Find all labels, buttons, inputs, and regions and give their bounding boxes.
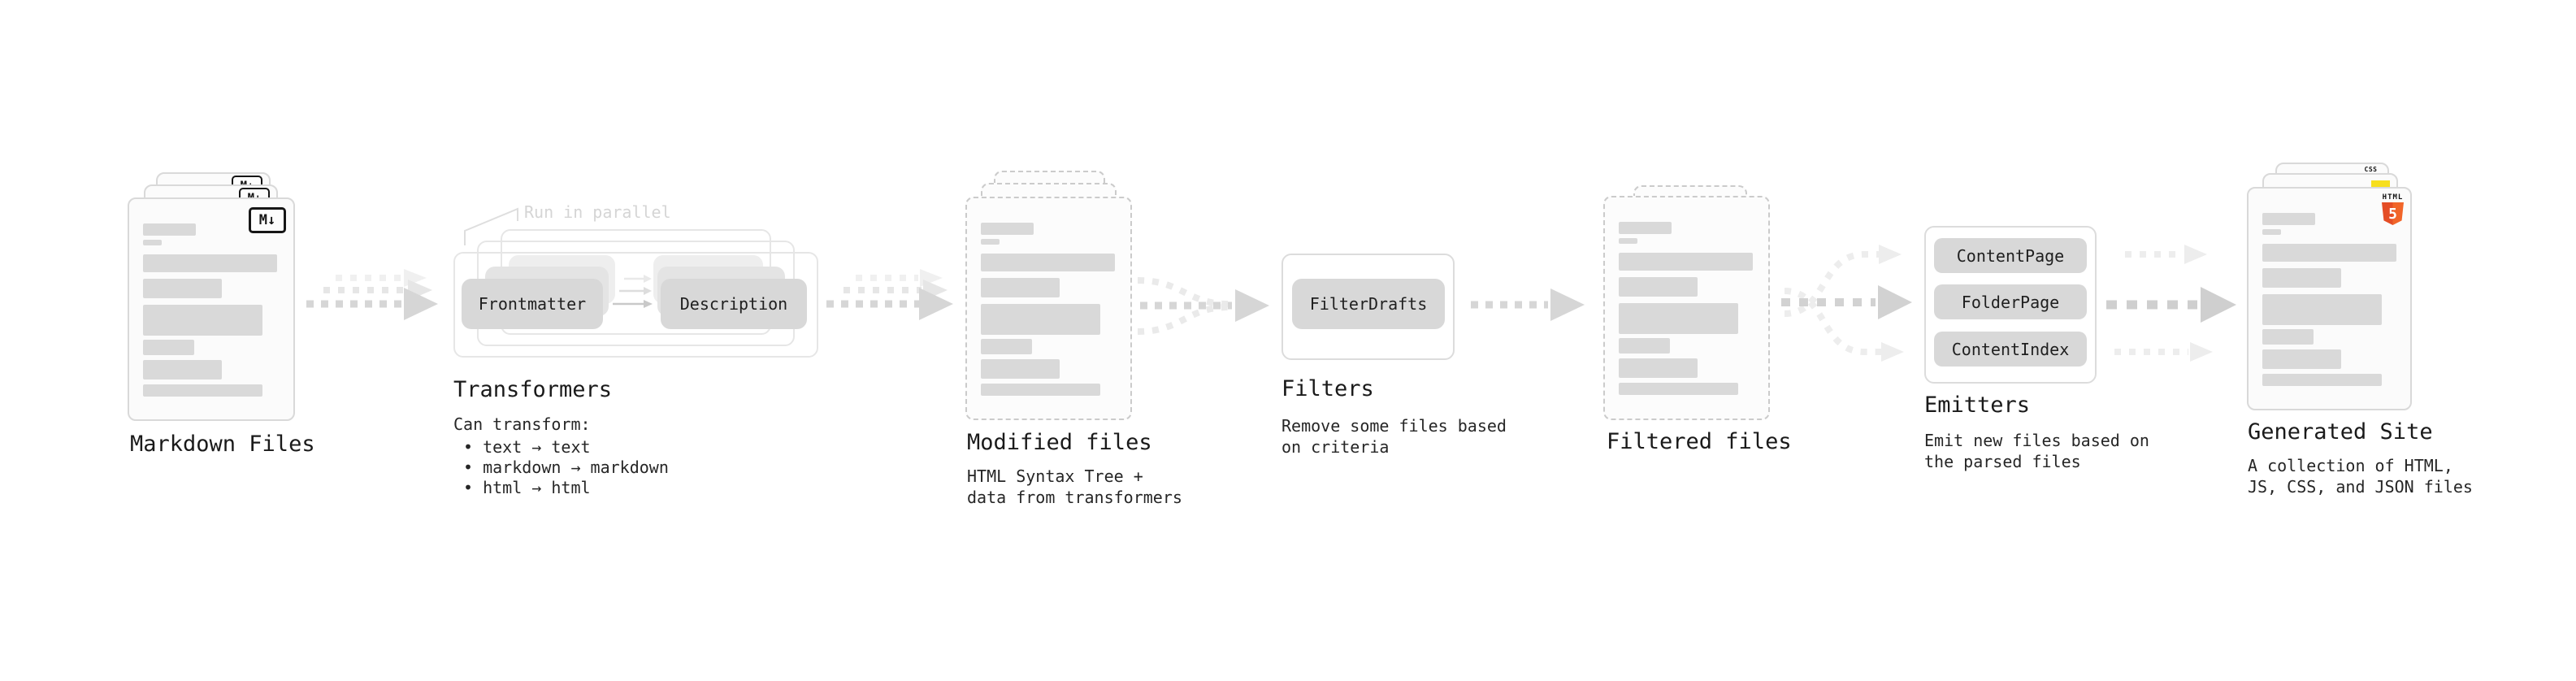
skeleton-bar <box>143 305 262 336</box>
modified-files-description: HTML Syntax Tree + data from transformer… <box>967 466 1182 507</box>
skeleton-bar <box>1619 277 1698 297</box>
html5-icon: HTML 5 <box>2382 193 2404 225</box>
skeleton-bar <box>1619 338 1670 354</box>
generated-site-description: A collection of HTML, JS, CSS, and JSON … <box>2248 456 2473 497</box>
run-in-parallel-annotation: Run in parallel <box>524 202 671 222</box>
emitter-node-contentpage: ContentPage <box>1934 238 2087 273</box>
skeleton-bar <box>143 360 222 380</box>
filters-description: Remove some files based on criteria <box>1281 416 1507 457</box>
arrow-markdown-to-transformers <box>306 269 438 320</box>
skeleton-bar <box>1619 238 1637 244</box>
skeleton-bar <box>1619 303 1738 334</box>
emitters-label: Emitters <box>1924 393 2031 418</box>
markdown-icon: M↓ <box>249 207 286 233</box>
modified-files-label: Modified files <box>967 430 1152 455</box>
skeleton-bar <box>2262 329 2314 345</box>
skeleton-bar <box>981 384 1100 396</box>
skeleton-bar <box>143 223 196 236</box>
markdown-file-card: M↓ <box>128 197 295 421</box>
arrow-modified-to-filters <box>1137 277 1269 335</box>
emitter-node-folderpage: FolderPage <box>1934 284 2087 319</box>
arrow-transformers-to-modified <box>826 269 953 320</box>
skeleton-bar <box>2262 229 2281 235</box>
run-in-parallel-leader-line <box>464 207 518 245</box>
filtered-file-card <box>1603 196 1770 420</box>
transformers-bullet: • html → html <box>463 478 591 497</box>
arrow-filters-to-filtered <box>1471 288 1585 321</box>
skeleton-bar <box>2262 349 2341 369</box>
transformer-node-description: Description <box>661 279 807 329</box>
filters-label: Filters <box>1281 376 1374 401</box>
transformers-label: Transformers <box>453 377 613 402</box>
modified-file-card <box>965 197 1132 420</box>
skeleton-bar <box>1619 253 1753 271</box>
skeleton-bar <box>143 384 262 397</box>
skeleton-bar <box>2262 294 2382 325</box>
skeleton-bar <box>981 359 1060 379</box>
arrow-emitters-to-generated <box>2106 245 2236 362</box>
transformer-node-frontmatter: Frontmatter <box>462 279 603 329</box>
transformers-desc-title: Can transform: <box>453 414 591 434</box>
arrow-filtered-to-emitters <box>1781 245 1912 362</box>
skeleton-bar <box>143 340 194 355</box>
filtered-files-label: Filtered files <box>1607 429 1792 454</box>
skeleton-bar <box>1619 358 1698 378</box>
generated-site-label: Generated Site <box>2248 419 2433 445</box>
generated-site-card: HTML 5 <box>2247 187 2412 410</box>
transformer-parallel-arrows <box>613 275 653 308</box>
skeleton-bar <box>981 278 1060 297</box>
skeleton-bar <box>2262 244 2396 262</box>
transformers-bullet: • text → text <box>463 437 591 457</box>
skeleton-bar <box>981 223 1034 235</box>
skeleton-bar <box>2262 374 2382 386</box>
skeleton-bar <box>981 339 1032 354</box>
skeleton-bar <box>981 254 1115 271</box>
transformers-stack-box <box>453 252 818 358</box>
transformers-bullet: • markdown → markdown <box>463 458 669 477</box>
skeleton-bar <box>143 254 277 272</box>
emitter-node-contentindex: ContentIndex <box>1934 332 2087 367</box>
skeleton-bar <box>981 239 1000 245</box>
skeleton-bar <box>981 304 1100 335</box>
skeleton-bar <box>143 240 162 245</box>
skeleton-bar <box>1619 383 1738 395</box>
skeleton-bar <box>143 279 222 298</box>
skeleton-bar <box>2262 213 2315 225</box>
skeleton-bar <box>1619 222 1672 234</box>
skeleton-bar <box>2262 268 2341 288</box>
markdown-files-label: Markdown Files <box>130 432 315 457</box>
filter-node-filterdrafts: FilterDrafts <box>1292 279 1445 329</box>
emitters-description: Emit new files based on the parsed files <box>1924 431 2149 471</box>
